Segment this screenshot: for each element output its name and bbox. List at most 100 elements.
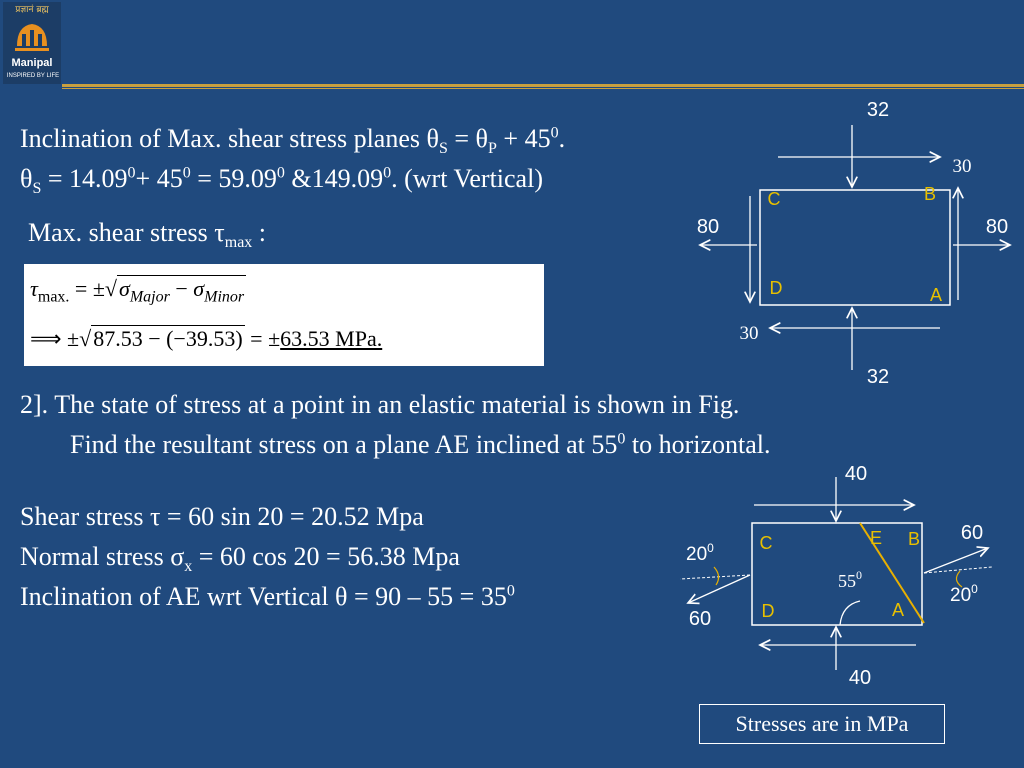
logo-name: Manipal xyxy=(11,57,53,69)
header-rule xyxy=(62,84,1024,87)
sup: 0 xyxy=(127,164,136,182)
sub: Minor xyxy=(204,288,245,306)
angle-sup: 0 xyxy=(856,568,862,582)
corner-d: D xyxy=(770,278,783,298)
left-inclined-arrow xyxy=(688,574,751,603)
corner-d: D xyxy=(762,601,775,621)
shear-plane-inclination-line: Inclination of Max. shear stress planes … xyxy=(20,124,566,158)
text-seg: θ xyxy=(20,164,33,193)
text-seg: Find the resultant stress on a plane AE … xyxy=(70,430,618,459)
text-seg: to horizontal. xyxy=(625,430,771,459)
right-reference-line xyxy=(923,566,993,574)
logo-hindi-text: प्रज्ञानं ब्रह्म xyxy=(15,5,49,15)
shear-stress-line: Shear stress τ = 60 sin 20 = 20.52 Mpa xyxy=(20,502,424,531)
angle-val: 20 xyxy=(686,544,707,565)
text-seg: = 59.09 xyxy=(190,164,277,193)
plane-ae-line xyxy=(859,522,925,624)
sup: 0 xyxy=(506,582,515,600)
normal-stress-line: Normal stress σx = 60 cos 20 = 56.38 Mpa xyxy=(20,542,460,576)
formula-box: τmax. = ±√σMajor − σMinor ⟹ ±√87.53 − (−… xyxy=(24,264,544,366)
minus: − xyxy=(169,276,194,301)
sup: 0 xyxy=(276,164,285,182)
mid-angle-arc xyxy=(839,600,861,626)
corner-a: A xyxy=(930,285,942,305)
implies-arrow: ⟹ ± xyxy=(30,326,80,351)
bottom-value: 40 xyxy=(849,667,871,689)
angle-val: 55 xyxy=(838,571,856,591)
left-value: 80 xyxy=(697,216,719,238)
header-rule-thin xyxy=(62,88,1024,89)
logo-tagline: INSPIRED BY LIFE xyxy=(6,73,60,79)
sigma-minor: σ xyxy=(193,276,205,301)
stress-element-figure-2: 40 40 60 60 200 200 550 C E B D A xyxy=(679,463,993,689)
sup: 0 xyxy=(550,124,559,142)
element-rectangle xyxy=(751,522,923,626)
formula-row-1: τmax. = ±√σMajor − σMinor xyxy=(30,275,247,306)
corner-b: B xyxy=(924,184,936,204)
formula-row-2: ⟹ ±√87.53 − (−39.53) = ±63.53 MPa. xyxy=(30,325,383,351)
top-value: 32 xyxy=(867,99,889,121)
text-seg: = θ xyxy=(447,124,488,153)
ae-inclination-line: Inclination of AE wrt Vertical θ = 90 – … xyxy=(20,582,515,612)
sub: S xyxy=(32,180,42,198)
units-note: Stresses are in MPa xyxy=(699,704,945,744)
text-seg: Normal stress σ xyxy=(20,542,185,571)
right-value: 80 xyxy=(986,216,1008,238)
corner-b: B xyxy=(908,529,920,549)
corner-c: C xyxy=(768,189,781,209)
text-seg: = 60 cos 20 = 56.38 Mpa xyxy=(192,542,460,571)
left-shear-value: 30 xyxy=(740,323,759,344)
sub: Major xyxy=(129,288,170,306)
theta-s-line: θS = 14.090+ 450 = 59.090 &149.090. (wrt… xyxy=(20,164,543,198)
angle-sup: 0 xyxy=(971,582,978,596)
bottom-value: 32 xyxy=(867,366,889,388)
sub: max xyxy=(224,234,253,252)
sub: max. xyxy=(37,288,70,306)
left-angle: 200 xyxy=(686,541,714,565)
sigma-major: σ xyxy=(118,276,130,301)
sub: S xyxy=(438,140,448,158)
left-reference-line xyxy=(679,574,751,580)
right-angle: 200 xyxy=(950,582,978,606)
corner-a: A xyxy=(892,600,904,620)
result: 63.53 MPa. xyxy=(280,326,383,351)
max-shear-stress-heading: Max. shear stress τmax : xyxy=(28,218,267,252)
manipal-logo: प्रज्ञानं ब्रह्म Manipal INSPIRED BY LIF… xyxy=(3,2,61,84)
problem-line-2: Find the resultant stress on a plane AE … xyxy=(70,430,770,460)
problem-line-1: 2]. The state of stress at a point in an… xyxy=(20,390,740,419)
logo-mark-icon xyxy=(11,16,53,54)
eq-sign: = ± xyxy=(69,276,105,301)
angle-val: 20 xyxy=(950,585,971,606)
angle-sup: 0 xyxy=(707,541,714,555)
point-e: E xyxy=(870,528,882,548)
sub: x xyxy=(184,558,193,576)
text-seg: . (wrt Vertical) xyxy=(391,164,543,193)
text-seg: + 45 xyxy=(496,124,551,153)
sup: 0 xyxy=(617,430,626,448)
tau-symbol: τ xyxy=(30,276,38,301)
text-seg: + 45 xyxy=(135,164,183,193)
right-inclined-arrow xyxy=(923,548,988,574)
text-seg: = 14.09 xyxy=(41,164,128,193)
right-value: 60 xyxy=(961,522,983,544)
left-angle-arc xyxy=(713,566,720,586)
top-value: 40 xyxy=(845,463,867,485)
left-value: 60 xyxy=(689,608,711,630)
corner-c: C xyxy=(760,533,773,553)
text-seg: Max. shear stress τ xyxy=(28,218,225,247)
text-seg: : xyxy=(252,218,267,247)
sup: 0 xyxy=(182,164,191,182)
element-rectangle xyxy=(759,189,951,306)
radicand: 87.53 − (−39.53) xyxy=(91,325,245,351)
text-seg: Inclination of AE wrt Vertical θ = 90 – … xyxy=(20,582,507,611)
right-angle-arc xyxy=(955,570,963,588)
stress-element-figure-1: 32 32 80 80 30 30 C B D A xyxy=(697,99,1024,388)
text-seg: &149.09 xyxy=(284,164,384,193)
text-seg: Inclination of Max. shear stress planes … xyxy=(20,124,439,153)
sup: 0 xyxy=(383,164,392,182)
right-shear-value: 30 xyxy=(953,156,972,177)
sub: P xyxy=(488,140,497,158)
text-seg: . xyxy=(558,124,566,153)
eq-sign: = ± xyxy=(244,326,281,351)
mid-angle: 550 xyxy=(838,568,862,591)
